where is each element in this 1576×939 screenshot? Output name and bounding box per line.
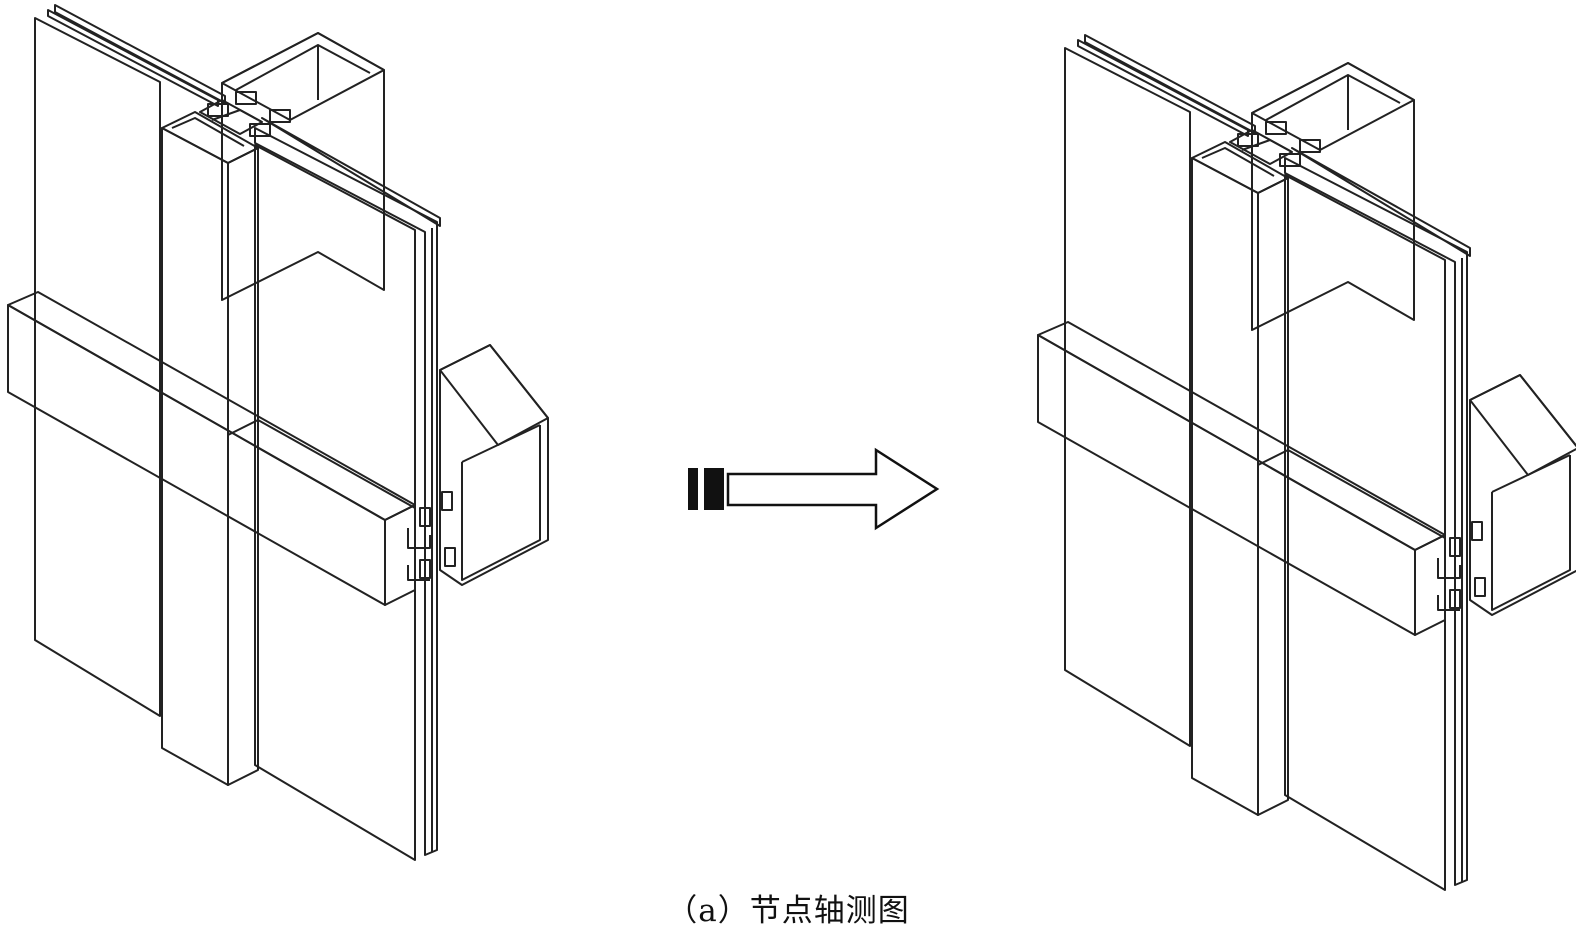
isometric-joint-line-drawing: .left-drawing .panel, .left-drawing .pan… — [7, 4, 549, 861]
arrow-tail-bar — [704, 468, 724, 510]
arrow-tail-bar — [688, 468, 698, 510]
right-arrow-icon — [688, 447, 940, 531]
arrow-body — [726, 447, 940, 531]
figure-caption: （a）节点轴测图 — [666, 893, 910, 929]
isometric-joint-shaded-rendering: .right-drawing .panel { fill: #9a9a9a; }… — [1037, 34, 1576, 891]
